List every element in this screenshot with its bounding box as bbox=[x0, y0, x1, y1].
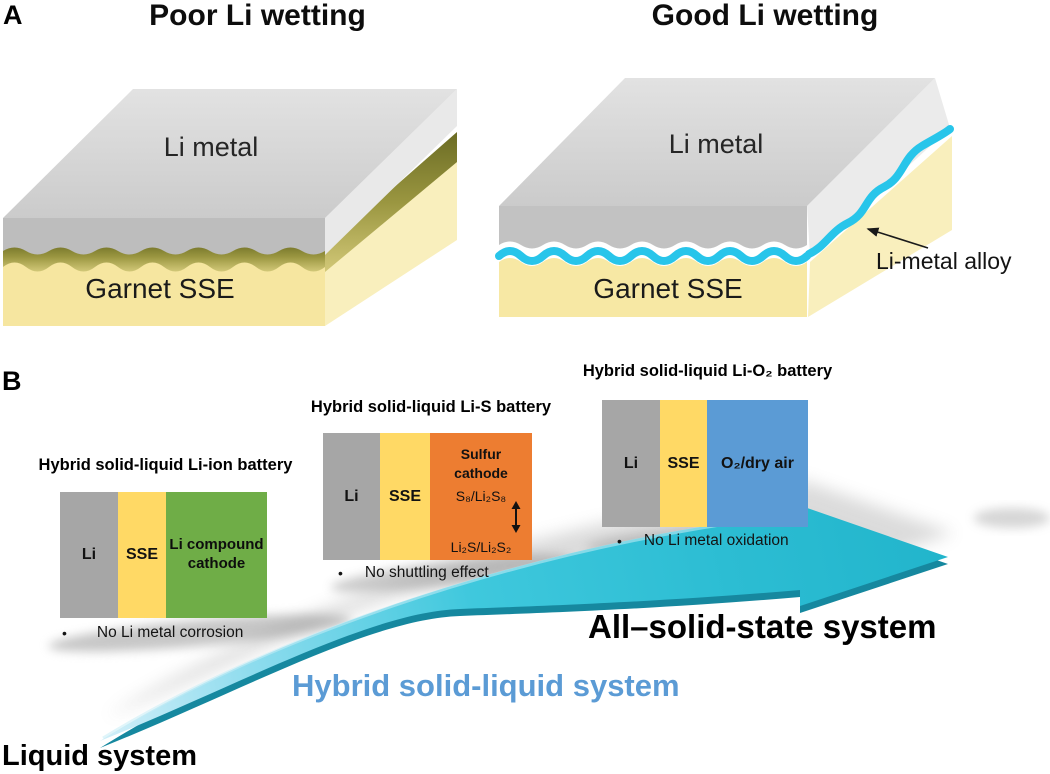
li-o2-bullet: • No Li metal oxidation bbox=[617, 532, 789, 551]
cathode-label-line1: Li compound bbox=[169, 536, 264, 554]
panel-b-label: B bbox=[2, 366, 22, 396]
polysulfide-species-bottom: Li₂S/Li₂S₂ bbox=[450, 539, 512, 555]
good-wetting-slab bbox=[495, 78, 954, 317]
bullet-dot: • bbox=[617, 533, 622, 549]
li-anode-label: Li bbox=[81, 546, 97, 563]
sulfur-cathode-label-line1: Sulfur bbox=[460, 446, 502, 462]
li-front-face bbox=[499, 206, 807, 249]
li-s-battery-title: Hybrid solid-liquid Li-S battery bbox=[310, 398, 552, 416]
all-solid-state-label: All–solid-state system bbox=[588, 608, 937, 645]
li-anode-layer: Li bbox=[323, 433, 380, 560]
li-alloy-layer-front bbox=[495, 247, 811, 265]
panel-a-label: A bbox=[3, 0, 23, 30]
li-front-face bbox=[3, 218, 325, 255]
poor-wetting-slab bbox=[3, 89, 457, 326]
garnet-side-face bbox=[808, 136, 952, 317]
poor-wetting-title: Poor Li wetting bbox=[149, 0, 366, 32]
li-metal-label-right: Li metal bbox=[668, 129, 764, 159]
updown-arrow-icon bbox=[511, 501, 521, 533]
garnet-sse-label-left: Garnet SSE bbox=[85, 273, 235, 304]
garnet-side-face bbox=[325, 146, 457, 326]
li-s-bullet-text: No shuttling effect bbox=[364, 564, 489, 581]
li-ion-bullet-text: No Li metal corrosion bbox=[96, 624, 244, 641]
bullet-dot: • bbox=[62, 625, 67, 641]
li-alloy-layer-side bbox=[805, 125, 954, 258]
polysulfide-species-top: S₈/Li₂S₈ bbox=[455, 488, 507, 504]
li-o2-bullet-text: No Li metal oxidation bbox=[643, 532, 789, 549]
li-compound-cathode-layer: Li compound cathode bbox=[166, 492, 267, 618]
good-wetting-title: Good Li wetting bbox=[651, 0, 879, 32]
sse-layer: SSE bbox=[380, 433, 430, 560]
garnet-front-face bbox=[499, 258, 807, 317]
garnet-front-face bbox=[3, 258, 325, 326]
poor-gap-side bbox=[325, 132, 457, 272]
li-ion-battery-diagram: Li SSE Li compound cathode bbox=[60, 492, 267, 618]
sse-label: SSE bbox=[125, 546, 158, 563]
li-o2-battery-diagram: Li SSE O₂/dry air bbox=[602, 400, 808, 527]
alloy-annotation-arrow bbox=[866, 227, 929, 249]
bullet-dot: • bbox=[338, 565, 343, 581]
li-metal-alloy-label: Li-metal alloy bbox=[876, 248, 1012, 274]
li-s-bullet: • No shuttling effect bbox=[338, 564, 489, 583]
poor-gap-front bbox=[3, 242, 325, 272]
evolution-arrow bbox=[100, 502, 948, 748]
o2-dry-air-label: O₂/dry air bbox=[721, 454, 794, 472]
li-side-face bbox=[807, 78, 950, 256]
li-anode-label: Li bbox=[344, 487, 359, 505]
li-anode-layer: Li bbox=[602, 400, 660, 527]
sse-label: SSE bbox=[388, 487, 421, 505]
li-metal-label-left: Li metal bbox=[163, 132, 259, 162]
cathode-label-line2: cathode bbox=[187, 555, 246, 572]
sulfur-cathode-label-line2: cathode bbox=[454, 465, 508, 481]
sse-layer: SSE bbox=[118, 492, 166, 618]
li-s-battery-diagram: Li SSE Sulfur cathode S₈/Li₂S₈ Li₂S/Li₂S… bbox=[323, 433, 532, 560]
li-side-face bbox=[325, 89, 457, 255]
sse-layer: SSE bbox=[660, 400, 707, 527]
sulfur-cathode-layer: Sulfur cathode S₈/Li₂S₈ Li₂S/Li₂S₂ bbox=[430, 433, 532, 560]
li-o2-battery-title: Hybrid solid-liquid Li-O₂ battery bbox=[582, 362, 833, 380]
garnet-sse-label-right: Garnet SSE bbox=[593, 273, 743, 304]
sse-label: SSE bbox=[667, 454, 700, 472]
li-ion-battery-title: Hybrid solid-liquid Li-ion battery bbox=[38, 456, 293, 474]
hybrid-system-label: Hybrid solid-liquid system bbox=[292, 668, 680, 703]
li-anode-layer: Li bbox=[60, 492, 118, 618]
li-top-face bbox=[499, 78, 935, 206]
li-top-face bbox=[3, 89, 457, 218]
li-anode-label: Li bbox=[623, 454, 639, 472]
li-ion-bullet: • No Li metal corrosion bbox=[62, 624, 243, 643]
liquid-system-label: Liquid system bbox=[2, 740, 197, 772]
o2-dry-air-layer: O₂/dry air bbox=[707, 400, 808, 527]
